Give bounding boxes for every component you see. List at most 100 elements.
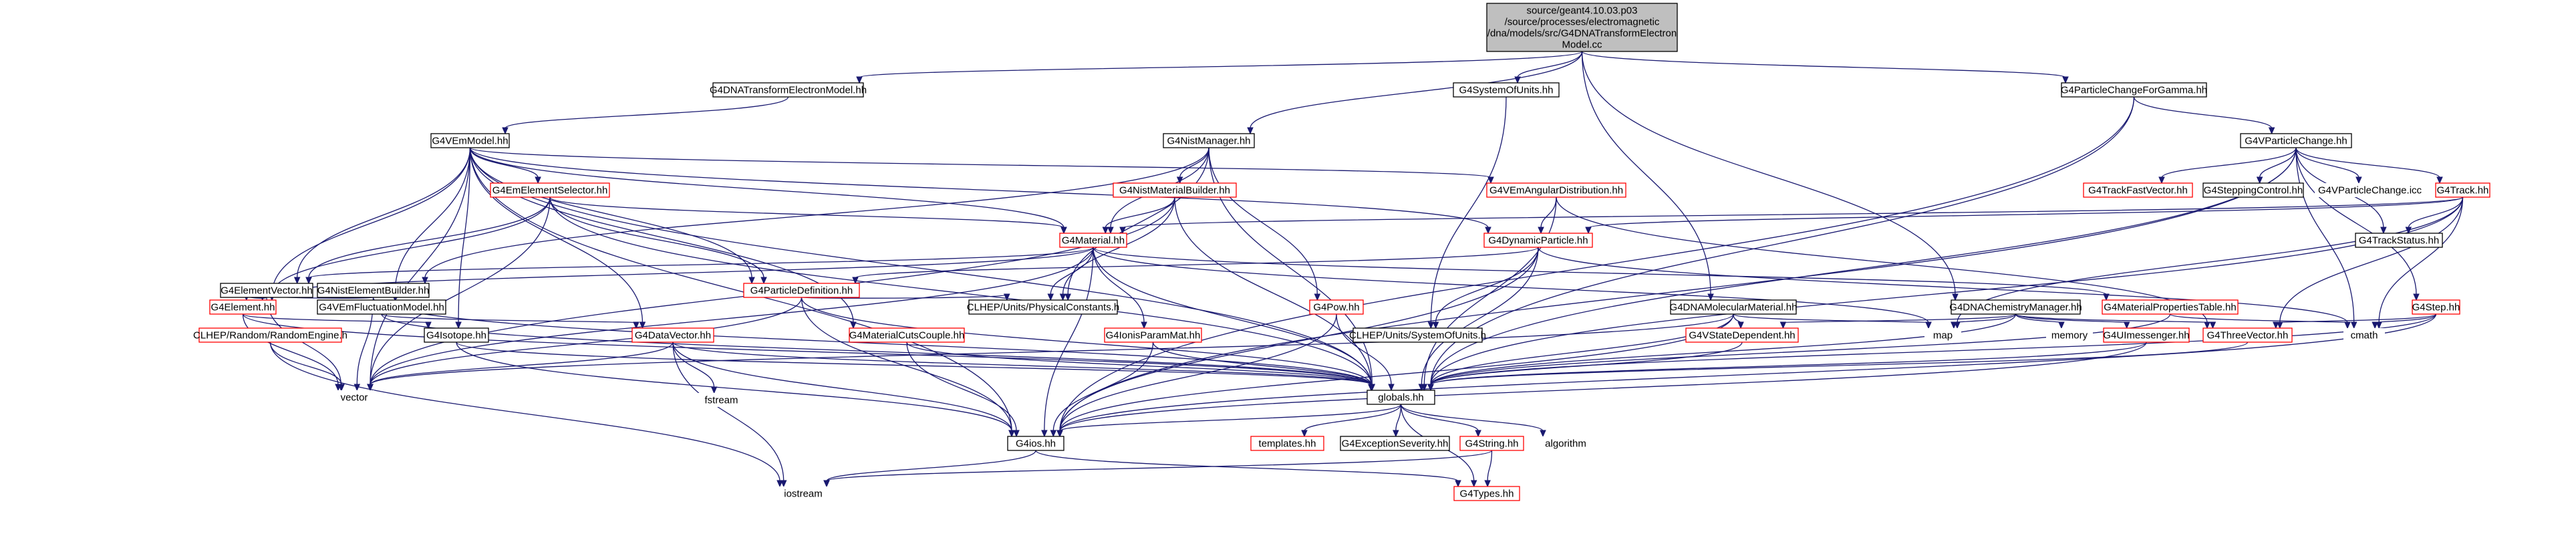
edge-vpchange-to-track	[2295, 147, 2440, 178]
edge-arrowhead	[633, 321, 639, 329]
edge-datavec-to-fstream	[672, 341, 715, 388]
edge-datavec-to-globals	[672, 341, 1372, 386]
edge-arrowhead	[823, 480, 830, 488]
node-label: iostream	[784, 489, 823, 500]
edge-nistmatb-to-globals	[1174, 196, 1372, 386]
node-sysunits[interactable]: G4SystemOfUnits.hh	[1453, 82, 1560, 98]
node-vector: vector	[334, 390, 374, 404]
edge-arrowhead	[1004, 293, 1010, 301]
node-label: map	[1933, 330, 1953, 341]
edge-pow-to-ios	[1059, 313, 1337, 432]
edge-arrowhead	[2204, 321, 2210, 329]
node-nistmgr[interactable]: G4NistManager.hh	[1163, 133, 1255, 148]
edge-vemmodel-to-ios	[469, 147, 1012, 432]
node-dnachem[interactable]: G4DNAChemistryManager.hh	[1949, 299, 2082, 315]
node-transformhh[interactable]: G4DNATransformElectronModel.hh	[710, 82, 867, 98]
node-label: G4VStateDependent.hh	[1689, 330, 1795, 341]
node-uimess[interactable]: G4UImessenger.hh	[2103, 327, 2190, 343]
edge-root-to-pcgamma	[1581, 51, 2066, 78]
node-datavec[interactable]: G4DataVector.hh	[631, 327, 714, 343]
edge-arrowhead	[1952, 293, 1959, 301]
node-vstate[interactable]: G4VStateDependent.hh	[1685, 327, 1799, 343]
node-box	[209, 299, 277, 315]
edge-track-to-threevec	[2279, 196, 2464, 323]
edge-arrowhead	[1951, 321, 1957, 329]
node-nistmatb[interactable]: G4NistMaterialBuilder.hh	[1113, 182, 1237, 198]
edge-arrowhead	[1475, 430, 1481, 438]
node-dynpart[interactable]: G4DynamicParticle.hh	[1483, 233, 1593, 248]
edge-arrowhead	[2350, 321, 2357, 329]
node-label: G4ParticleDefinition.hh	[750, 285, 853, 297]
edge-root-to-transformhh	[859, 51, 1583, 78]
node-threevec[interactable]: G4ThreeVector.hh	[2202, 327, 2293, 343]
edge-dynpart-to-globals	[1421, 247, 1539, 386]
edge-material-to-elemvec	[308, 247, 1094, 279]
node-randeng[interactable]: CLHEP/Random/RandomEngine.h	[193, 327, 347, 343]
node-dnamol[interactable]: G4DNAMolecularMaterial.hh	[1670, 299, 1798, 315]
node-label: CLHEP/Random/RandomEngine.h	[193, 330, 347, 341]
edge-arrowhead	[1119, 227, 1126, 235]
node-clhepunits[interactable]: CLHEP/Units/SystemOfUnits.h	[1349, 327, 1486, 343]
edge-dynpart-to-clhepunits	[1435, 247, 1539, 323]
node-ionparam[interactable]: G4IonisParamMat.hh	[1104, 327, 1202, 343]
edge-arrowhead	[1247, 127, 1254, 135]
node-track[interactable]: G4Track.hh	[2435, 182, 2490, 198]
node-box	[317, 283, 430, 298]
node-physconst[interactable]: CLHEP/Units/PhysicalConstants.h	[967, 299, 1119, 315]
node-element[interactable]: G4Element.hh	[209, 299, 277, 315]
node-globals[interactable]: globals.hh	[1367, 390, 1435, 405]
node-types[interactable]: G4Types.hh	[1453, 486, 1520, 501]
node-templates[interactable]: templates.hh	[1250, 436, 1324, 451]
node-step[interactable]: G4Step.hh	[2412, 299, 2460, 315]
node-stepctrl[interactable]: G4SteppingControl.hh	[2202, 182, 2304, 198]
node-vpcicc: G4VParticleChange.icc	[2315, 183, 2425, 197]
edge-transformhh-to-vemmodel	[505, 96, 789, 129]
edge-arrowhead	[1540, 430, 1546, 438]
node-vemmodel[interactable]: G4VEmModel.hh	[430, 133, 510, 148]
edge-arrowhead	[852, 277, 859, 285]
node-trackfast[interactable]: G4TrackFastVector.hh	[2083, 182, 2193, 198]
edge-ionparam-to-globals	[1152, 341, 1372, 386]
edge-material-to-map	[1093, 247, 1929, 323]
node-pow[interactable]: G4Pow.hh	[1309, 299, 1364, 315]
node-vpchange[interactable]: G4VParticleChange.hh	[2240, 133, 2352, 148]
edge-ios-to-iostream	[826, 450, 1036, 482]
edge-track-to-globals	[1430, 196, 2464, 386]
node-ios[interactable]: G4ios.hh	[1007, 436, 1064, 451]
node-box	[2103, 327, 2190, 343]
edge-arrowhead	[1418, 384, 1425, 392]
edge-arrowhead	[780, 480, 787, 488]
node-trackstatus[interactable]: G4TrackStatus.hh	[2355, 233, 2443, 248]
edge-track-to-trackstatus	[2408, 196, 2464, 229]
node-label: G4SystemOfUnits.hh	[1459, 85, 1554, 96]
node-nistelem[interactable]: G4NistElementBuilder.hh	[317, 283, 430, 298]
node-root[interactable]: source/geant4.10.03.p03/source/processes…	[1486, 3, 1678, 52]
edge-vemmodel-to-datavec	[469, 147, 643, 323]
node-box	[1483, 233, 1593, 248]
node-emsel[interactable]: G4EmElementSelector.hh	[490, 182, 610, 198]
node-material[interactable]: G4Material.hh	[1059, 233, 1127, 248]
node-label: G4ParticleChangeForGamma.hh	[2061, 85, 2207, 96]
node-elemvec[interactable]: G4ElementVector.hh	[220, 283, 313, 298]
edge-arrowhead	[1301, 430, 1308, 438]
node-matprop[interactable]: G4MaterialPropertiesTable.hh	[2102, 299, 2239, 315]
edge-step-to-threevec	[2275, 313, 2437, 323]
node-partdef[interactable]: G4ParticleDefinition.hh	[743, 283, 860, 298]
edge-dnamol-to-vector	[370, 313, 1734, 386]
node-label: G4Isotope.hh	[426, 330, 486, 341]
node-matcuts[interactable]: G4MaterialCutsCouple.hh	[849, 327, 965, 343]
node-label: G4DataVector.hh	[635, 330, 711, 341]
edge-material-to-matprop	[1093, 247, 2107, 295]
node-string[interactable]: G4String.hh	[1459, 436, 1524, 451]
node-pcgamma[interactable]: G4ParticleChangeForGamma.hh	[2061, 82, 2207, 98]
node-emang[interactable]: G4VEmAngularDistribution.hh	[1486, 182, 1626, 198]
node-excsev[interactable]: G4ExceptionSeverity.hh	[1340, 436, 1450, 451]
edge-dnachem-to-uimess	[2015, 313, 2128, 323]
node-isotope[interactable]: G4Isotope.hh	[424, 327, 489, 343]
node-box	[424, 327, 489, 343]
node-vemfluct[interactable]: G4VEmFluctuationModel.hh	[317, 299, 446, 315]
node-label: G4Element.hh	[211, 302, 275, 313]
edge-arrowhead	[1470, 480, 1477, 488]
edge-arrowhead	[1047, 293, 1054, 301]
node-label: G4Pow.hh	[1313, 302, 1359, 313]
